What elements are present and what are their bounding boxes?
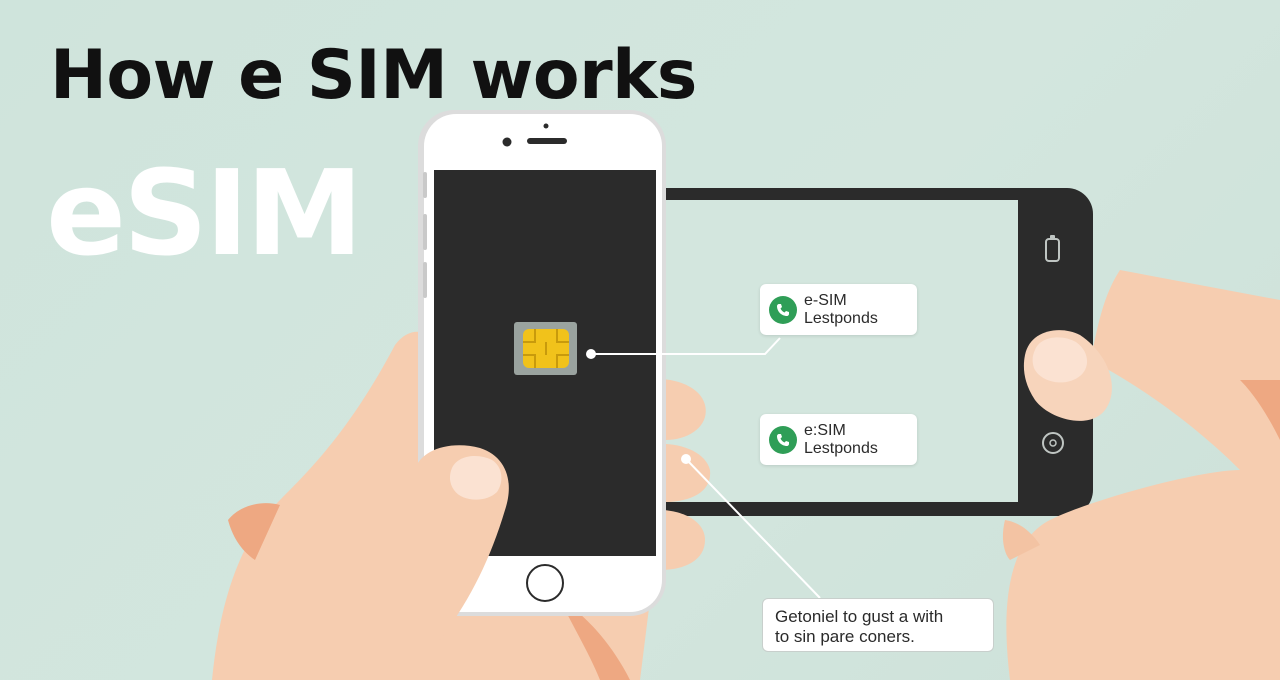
card-line-2: Lestponds <box>804 309 878 327</box>
card-line-1: e:SIM <box>804 421 846 439</box>
note-line-1: Getoniel to gust a with <box>775 607 944 626</box>
card-line-1: e-SIM <box>804 291 847 309</box>
speaker-grille <box>527 138 567 144</box>
battery-icon <box>1045 235 1060 262</box>
phone-call-icon <box>769 295 797 324</box>
home-button-icon <box>526 564 564 602</box>
esim-heading: eSIM <box>46 144 363 282</box>
esim-status-card-1: e-SIM Lestponds <box>760 284 917 335</box>
esim-status-card-2: e:SIM Lestponds <box>760 414 917 465</box>
caption-note: Getoniel to gust a with to sin pare cone… <box>762 598 994 652</box>
note-line-2: to sin pare coners. <box>775 627 915 646</box>
landscape-phone <box>615 188 1093 516</box>
card-line-2: Lestponds <box>804 439 878 457</box>
left-thumb <box>400 445 509 640</box>
phone-call-icon <box>769 425 797 454</box>
sim-chip-icon <box>514 322 577 375</box>
page-title: How e SIM works <box>50 36 697 115</box>
settings-icon <box>1042 432 1064 454</box>
front-camera-icon <box>502 137 512 147</box>
right-hand <box>1002 270 1280 680</box>
connector-lines <box>586 337 821 599</box>
